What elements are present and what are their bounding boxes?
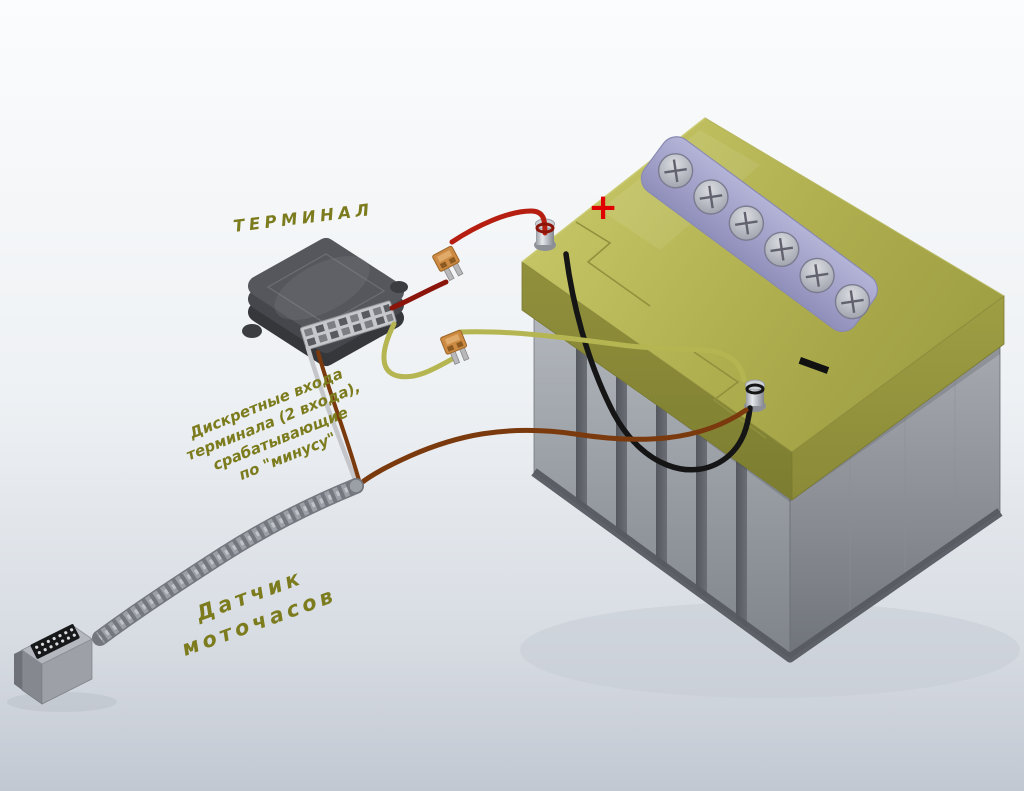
fuse-window: [444, 334, 461, 345]
minus-sign: [798, 357, 830, 374]
wire-signal-yellow: [381, 321, 457, 380]
wire-brown: [357, 407, 749, 487]
connector-shadow: [7, 692, 117, 712]
fuse-slot: [439, 261, 448, 269]
battery-bottom-rim: [531, 468, 1003, 663]
plus-sign: +: [588, 187, 618, 228]
connector-pin-plate: [30, 624, 80, 659]
post-cylinder: [746, 385, 764, 406]
fuse-slot: [446, 344, 455, 352]
battery-rib: [736, 455, 747, 627]
fuse-slot: [448, 256, 457, 265]
lid-step-negative: [693, 351, 767, 439]
hour-meter-sensor: [14, 478, 364, 705]
wiring: [305, 208, 765, 487]
battery-rib: [616, 368, 627, 540]
fuse-2: [440, 329, 470, 365]
pin-holes: [35, 628, 76, 655]
lid-step-positive: [575, 221, 651, 307]
hour-meter-connector: [14, 624, 93, 705]
wire-gray: [305, 345, 359, 485]
wire-signal-yellow-2: [457, 329, 747, 383]
fuse-slot: [456, 341, 464, 348]
wire-positive-dark-red: [389, 279, 449, 311]
lid-edge-highlight: [704, 117, 1005, 297]
terminal-box-top-groove: [266, 253, 386, 325]
battery-shadow: [520, 602, 1020, 698]
connector-end-cap: [14, 650, 22, 690]
battery-rib: [696, 426, 707, 598]
tube-collar: [348, 478, 364, 494]
terminal-connector: [299, 300, 397, 350]
mount-tab-left: [242, 324, 262, 338]
fuse-window: [436, 250, 453, 263]
negative-ring-terminal: [745, 383, 765, 395]
wire-brown-loom: [316, 350, 362, 486]
terminal-box: [242, 238, 408, 366]
wire-ground-black: [563, 251, 753, 473]
cell-caps: [657, 153, 871, 320]
positive-ring-terminal: [535, 222, 555, 234]
terminal-box-sheen: [274, 256, 370, 320]
mount-tab-right: [390, 281, 408, 293]
fuse-1: [432, 245, 464, 282]
cell-caps-strip: [640, 136, 878, 332]
terminal-connector-pins: [303, 303, 394, 347]
battery-rib: [576, 338, 587, 510]
wire-positive-red: [449, 208, 548, 245]
corrugated-tube-highlight: [98, 483, 357, 641]
battery-rib: [656, 397, 667, 569]
